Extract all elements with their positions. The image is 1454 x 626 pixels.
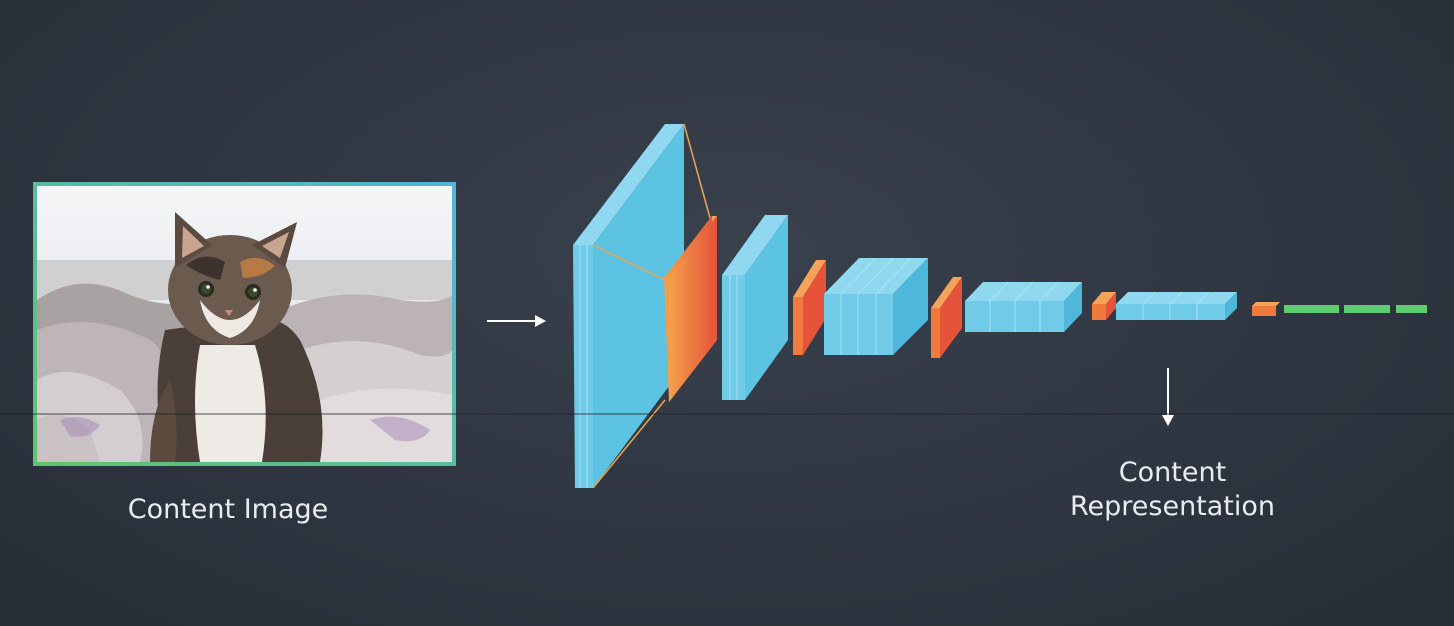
pool-layer-4 [1092,292,1116,320]
pool-layer-3 [931,277,962,358]
content-image-photo [33,182,456,466]
fc-layer-1 [1284,305,1339,313]
content-image-label: Content Image [127,494,329,525]
conv-layer-1 [573,123,711,489]
pool-layer-2 [793,260,826,355]
conv-layer-5 [1116,291,1237,320]
content-representation-label: Content Representation [1030,456,1315,524]
pool-layer-1 [664,216,717,402]
conv-layer-3 [824,257,928,355]
content-representation-arrow [1162,368,1174,426]
fc-layer-3 [1396,305,1427,313]
content-representation-line-2: Representation [1069,491,1276,522]
input-arrow [487,315,546,327]
content-representation-line-1: Content [1118,457,1227,488]
conv-layer-2 [722,215,788,400]
cnn-network [573,123,1427,489]
conv-layer-4 [965,281,1082,332]
fc-layer-2 [1344,305,1390,313]
pool-layer-5 [1252,302,1280,316]
